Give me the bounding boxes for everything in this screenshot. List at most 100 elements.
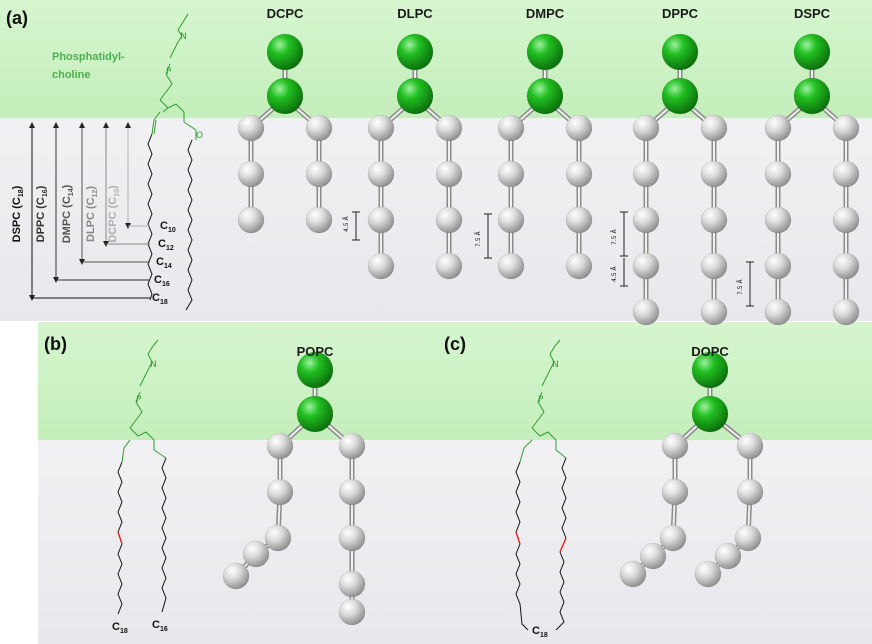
tail-length-label: DMPC (C14) (61, 184, 75, 243)
cg-models-a: DCPC DLPC DMPC DPPC DSPC (237, 6, 860, 326)
tail-bead-right (565, 252, 593, 280)
tail-bead-left (661, 478, 689, 506)
dim-label-dspc: 7.5 Å (737, 279, 744, 295)
tail-bead-right (338, 432, 366, 460)
tail-bead-left (497, 252, 525, 280)
carbon-label-c18: C18 (152, 292, 168, 306)
tail-bead-right (338, 570, 366, 598)
tail-bead-left (264, 524, 292, 552)
cg-model-dcpc: DCPC (237, 6, 333, 234)
phosphate-bead (661, 77, 699, 115)
atom-n-a: N (180, 32, 187, 42)
tail-length-brackets (29, 122, 150, 301)
lipid-name-dspc: DSPC (794, 6, 831, 21)
tail-bead-left (367, 252, 395, 280)
water-band-bc (38, 322, 872, 440)
tail-bead-right (305, 160, 333, 188)
chem-structure-a (151, 13, 197, 140)
dimension-markers (352, 211, 754, 307)
tail-bead-right (700, 160, 728, 188)
panel-label-b: (b) (44, 334, 67, 354)
tail-bead-left (632, 298, 660, 326)
tail-bead-left (764, 160, 792, 188)
tail-bead-left (266, 432, 294, 460)
tail-bead-left (639, 542, 667, 570)
tail-bead-right (565, 160, 593, 188)
tail-bead-left (632, 206, 660, 234)
panel-label-c: (c) (444, 334, 466, 354)
double-bond-b (117, 531, 123, 545)
tail-bead-right (435, 160, 463, 188)
tail-bead-right (832, 160, 860, 188)
tail-zigzag-left-c (515, 461, 521, 533)
phosphate-bead (691, 395, 729, 433)
tail-length-label: DPPC (C16) (35, 185, 49, 242)
atom-n-c: N (552, 360, 559, 370)
head-group-label-line1: Phosphatidyl- (52, 51, 125, 63)
dim-label-dmpc: 7.5 Å (475, 231, 482, 247)
cg-model-dppc: DPPC (632, 6, 728, 326)
choline-bead (396, 33, 434, 71)
cg-model-popc (222, 351, 366, 626)
carbon-label-b-right: C16 (152, 619, 168, 633)
tail-bead-left (764, 298, 792, 326)
tail-bead-right (736, 432, 764, 460)
tail-bead-right (305, 206, 333, 234)
head-group-label-line2: choline (52, 69, 91, 81)
lipid-name-dlpc: DLPC (397, 6, 433, 21)
cg-model-dlpc: DLPC (367, 6, 463, 280)
tail-length-labels: DSPC (C18)DPPC (C16)DMPC (C14)DLPC (C12)… (11, 184, 121, 243)
tail-bead-left (242, 540, 270, 568)
tail-bead-left (367, 160, 395, 188)
tail-bead-left (237, 114, 265, 142)
tail-bead-right (832, 206, 860, 234)
carbon-label-c16: C16 (154, 274, 170, 288)
cg-model-dspc: DSPC (764, 6, 860, 326)
tail-bead-left (632, 160, 660, 188)
choline-bead (266, 33, 304, 71)
tail-zigzag-left-b-lower (117, 543, 123, 615)
dim-label-dppc-upper: 7.5 Å (611, 229, 618, 245)
tail-bead-left (619, 560, 647, 588)
phosphate-bead (266, 77, 304, 115)
tail-bead-right (832, 114, 860, 142)
phosphate-bead (526, 77, 564, 115)
tail-bead-right (700, 252, 728, 280)
atom-o-a: O (196, 131, 203, 141)
tail-bead-left (222, 562, 250, 590)
double-bond-c-left (515, 531, 521, 545)
lipid-name-dopc: DOPC (691, 344, 729, 359)
tail-zigzag-right-c-lower (555, 551, 565, 631)
carbon-label-c12: C12 (158, 238, 174, 252)
panel-label-a: (a) (6, 8, 28, 28)
choline-bead (793, 33, 831, 71)
tail-bead-right (338, 478, 366, 506)
tail-length-label: DSPC (C18) (11, 185, 25, 242)
double-bond-c-right (559, 537, 567, 553)
lipid-name-dcpc: DCPC (267, 6, 304, 21)
tail-bead-left (367, 114, 395, 142)
tail-bead-left (659, 524, 687, 552)
lipid-name-dmpc: DMPC (526, 6, 565, 21)
atom-p-c: P (538, 395, 544, 405)
head-group-label: Phosphatidyl- choline (52, 51, 128, 81)
tail-bead-right (565, 114, 593, 142)
choline-bead (296, 351, 334, 389)
tail-bead-left (497, 114, 525, 142)
carbon-label-b-left: C18 (112, 621, 128, 635)
choline-bead (691, 351, 729, 389)
tail-zigzag-right-b (161, 457, 167, 613)
carbon-label-c: C18 (532, 625, 548, 639)
tail-bead-right (305, 114, 333, 142)
atom-p-b: P (136, 395, 142, 405)
cg-model-dmpc: DMPC (497, 6, 593, 280)
tail-bead-left (367, 206, 395, 234)
phosphate-bead (296, 395, 334, 433)
tail-bead-right (700, 298, 728, 326)
tail-zigzag-left-c-lower (515, 543, 529, 631)
carbon-label-c10: C10 (160, 220, 176, 234)
chem-structure-c (519, 339, 567, 463)
tail-length-label: DCPC (C10) (107, 185, 121, 243)
dim-label-dlpc: 4.5 Å (343, 216, 350, 232)
carbon-label-c14: C14 (156, 256, 172, 270)
